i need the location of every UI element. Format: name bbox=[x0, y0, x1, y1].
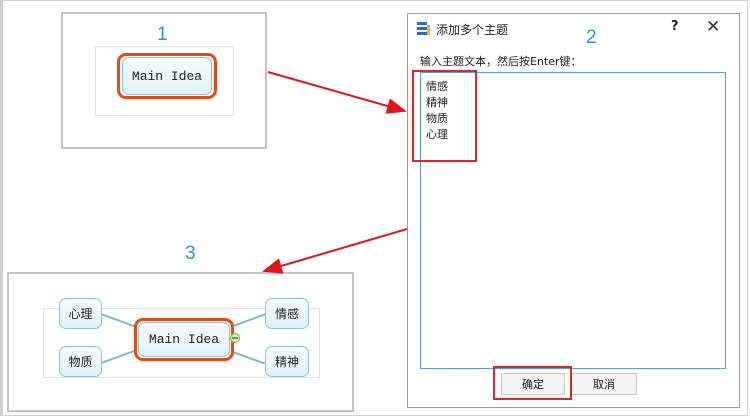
step3-number: 3 bbox=[185, 243, 196, 264]
textarea-line: 情感 bbox=[426, 80, 448, 93]
ok-button-highlight bbox=[493, 366, 572, 400]
add-multiple-topics-dialog: 添加多个主题 ? ✕ 2 输入主题文本，然后按Enter键： 情感 精神 物质 … bbox=[407, 13, 740, 408]
topics-textarea[interactable]: 情感 精神 物质 心理 bbox=[420, 72, 726, 369]
ok-button[interactable]: 确定 bbox=[501, 373, 565, 395]
textarea-line: 物质 bbox=[426, 112, 448, 125]
step1-main-topic[interactable]: Main Idea bbox=[122, 57, 212, 95]
subtopic-xinli[interactable]: 心理 bbox=[59, 298, 102, 329]
cancel-button[interactable]: 取消 bbox=[571, 373, 637, 395]
textarea-line: 心理 bbox=[426, 128, 448, 141]
textarea-highlight bbox=[412, 70, 477, 162]
dialog-instruction: 输入主题文本，然后按Enter键： bbox=[420, 55, 582, 68]
collapse-toggle-icon[interactable] bbox=[230, 333, 240, 343]
arrow-2-to-3 bbox=[262, 228, 408, 274]
close-button[interactable]: ✕ bbox=[706, 17, 721, 37]
arrow-1-to-2 bbox=[267, 71, 407, 114]
dialog-title: 添加多个主题 bbox=[436, 23, 509, 37]
step3-main-topic[interactable]: Main Idea bbox=[138, 322, 230, 357]
textarea-line: 精神 bbox=[426, 96, 448, 109]
subtopic-wuzhi[interactable]: 物质 bbox=[59, 346, 102, 377]
help-button[interactable]: ? bbox=[671, 19, 679, 34]
app-logo-icon bbox=[417, 22, 430, 35]
dialog-title-bar: 添加多个主题 ? ✕ bbox=[408, 14, 739, 44]
step1-number: 1 bbox=[157, 24, 168, 45]
subtopic-qinggan[interactable]: 情感 bbox=[265, 298, 309, 329]
step1-main-topic-highlight bbox=[117, 53, 217, 99]
subtopic-jingshen[interactable]: 精神 bbox=[265, 346, 309, 377]
step2-number: 2 bbox=[586, 27, 597, 48]
